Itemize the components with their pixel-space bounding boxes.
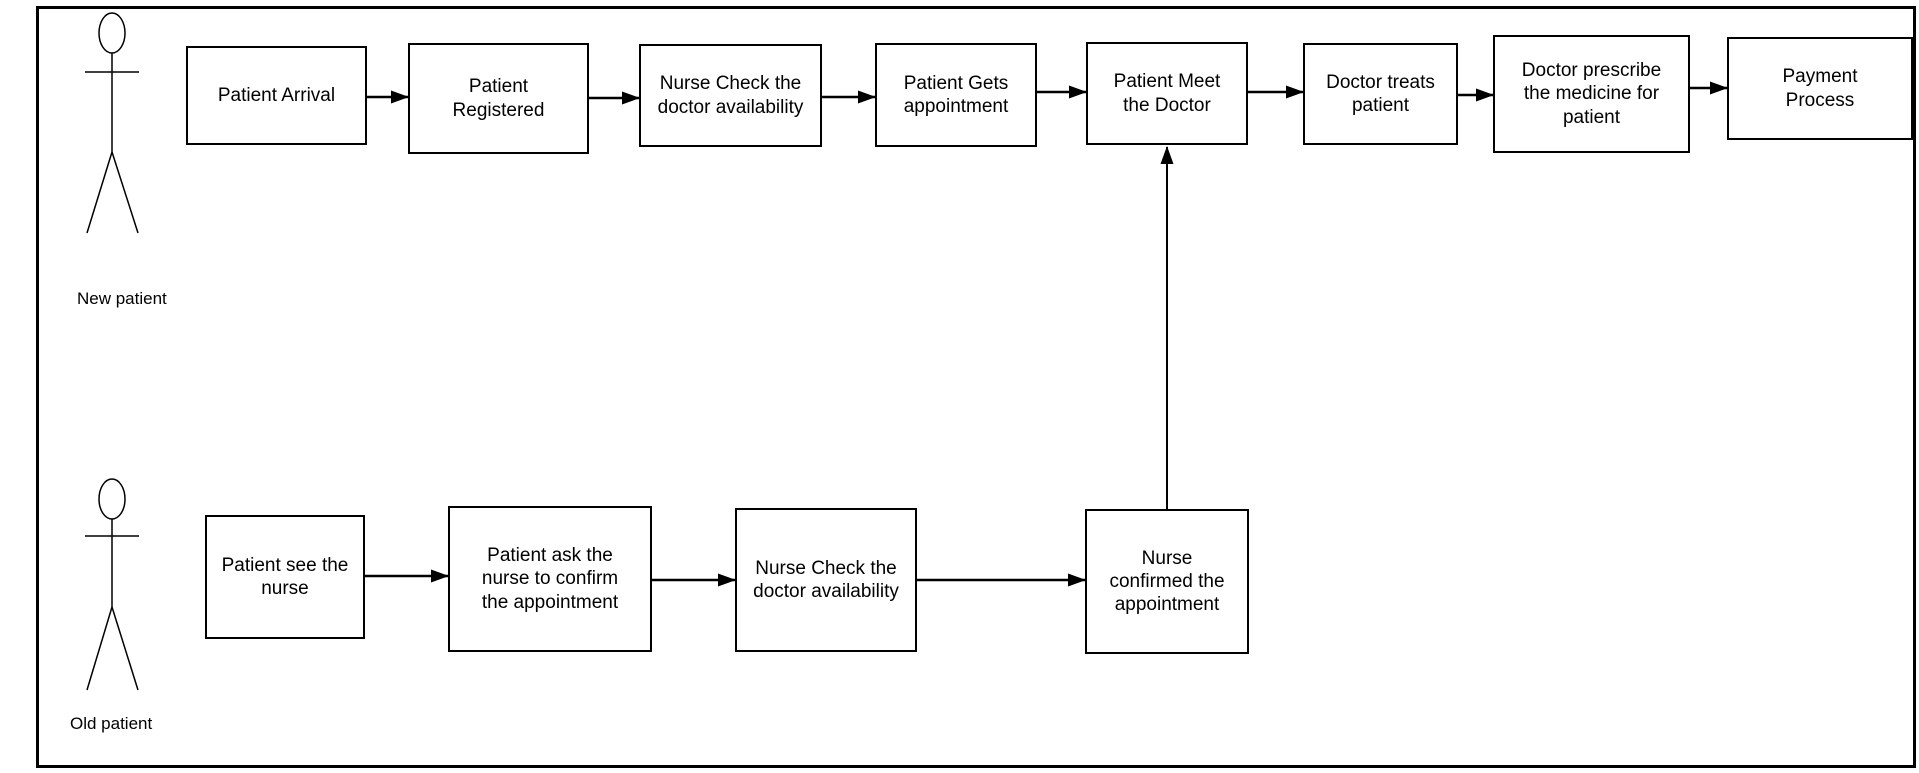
- flow-node-patient-see-nurse: Patient see the nurse: [205, 515, 365, 639]
- actor-right-leg: [111, 606, 139, 691]
- actor-figure-new-patient: [85, 12, 139, 234]
- flow-node-doctor-treats-patient: Doctor treats patient: [1303, 43, 1458, 145]
- actor-left-leg: [86, 151, 113, 234]
- flow-node-nurse-check-doctor-availability: Nurse Check the doctor availability: [639, 44, 822, 147]
- flow-node-patient-arrival: Patient Arrival: [186, 46, 367, 145]
- actor-figure-old-patient: [85, 478, 139, 691]
- actor-label-new-patient: New patient: [77, 289, 167, 308]
- flow-node-payment-process: Payment Process: [1727, 37, 1913, 140]
- flow-node-doctor-prescribe-medicine: Doctor prescribe the medicine for patien…: [1493, 35, 1690, 153]
- actor-right-leg: [111, 151, 139, 234]
- actor-label-old-patient: Old patient: [70, 714, 153, 733]
- flow-node-patient-registered: Patient Registered: [408, 43, 589, 154]
- flow-node-nurse-confirmed-appointment: Nurse confirmed the appointment: [1085, 509, 1249, 654]
- bottom-flow-arrows: [365, 146, 1174, 587]
- top-flow-arrows: [367, 81, 1728, 105]
- diagram-frame: [36, 6, 1916, 768]
- actor-head: [98, 478, 126, 520]
- flow-node-patient-ask-nurse-confirm: Patient ask the nurse to confirm the app…: [448, 506, 652, 652]
- flow-node-patient-meet-doctor: Patient Meet the Doctor: [1086, 42, 1248, 145]
- actor-left-leg: [86, 606, 113, 691]
- flow-node-nurse-check-doctor-availability-2: Nurse Check the doctor availability: [735, 508, 917, 652]
- flow-node-patient-gets-appointment: Patient Gets appointment: [875, 43, 1037, 147]
- actor-head: [98, 12, 126, 54]
